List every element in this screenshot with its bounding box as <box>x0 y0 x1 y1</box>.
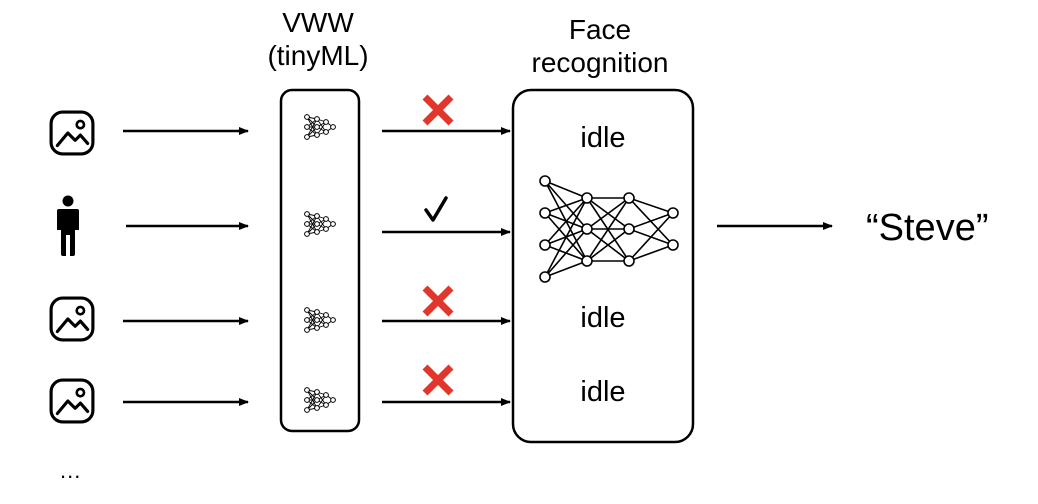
network-edge <box>544 197 588 246</box>
network-edge <box>628 244 674 262</box>
network-node <box>623 223 635 235</box>
face-recognition-title: Face recognition <box>500 13 700 79</box>
red-cross-icon <box>425 97 451 123</box>
network-edge <box>628 212 674 262</box>
face-recognition-title-line1: Face <box>568 14 632 45</box>
check-mark-icon <box>424 196 448 222</box>
vww-title: VWW (tinyML) <box>254 6 382 72</box>
person-icon <box>57 195 79 256</box>
network-edge <box>628 212 674 230</box>
network-edge <box>586 228 630 262</box>
image-icon <box>49 378 95 424</box>
more-inputs-indicator: ... <box>60 458 82 483</box>
network-edge <box>628 197 674 214</box>
neural-network-icon <box>539 175 679 283</box>
idle-state-label: idle <box>580 376 626 408</box>
network-edge <box>544 197 588 278</box>
network-node <box>581 192 593 204</box>
network-node <box>667 239 679 251</box>
vww-title-line1: VWW <box>282 7 354 38</box>
network-node <box>539 207 551 219</box>
vww-box <box>279 88 361 433</box>
idle-state-label: idle <box>580 302 626 334</box>
network-node <box>667 207 679 219</box>
image-icon <box>49 296 95 342</box>
network-edge <box>544 260 588 278</box>
network-edge <box>586 197 630 230</box>
output-label: “Steve” <box>866 207 989 249</box>
network-node <box>539 239 551 251</box>
red-cross-icon <box>425 367 451 393</box>
network-node <box>539 271 551 283</box>
idle-state-label: idle <box>580 122 626 154</box>
network-edge <box>544 180 588 199</box>
network-edge <box>586 197 630 262</box>
network-node <box>623 255 635 267</box>
network-node <box>581 223 593 235</box>
image-icon <box>49 110 95 156</box>
face-recognition-title-line2: recognition <box>531 47 669 78</box>
network-node <box>539 175 551 187</box>
red-cross-icon <box>425 288 451 314</box>
face-recognition-box <box>511 88 695 444</box>
network-node <box>581 255 593 267</box>
network-node <box>623 192 635 204</box>
network-edge <box>544 197 588 214</box>
vww-title-line2: (tinyML) <box>267 40 369 71</box>
network-edge <box>544 228 588 278</box>
